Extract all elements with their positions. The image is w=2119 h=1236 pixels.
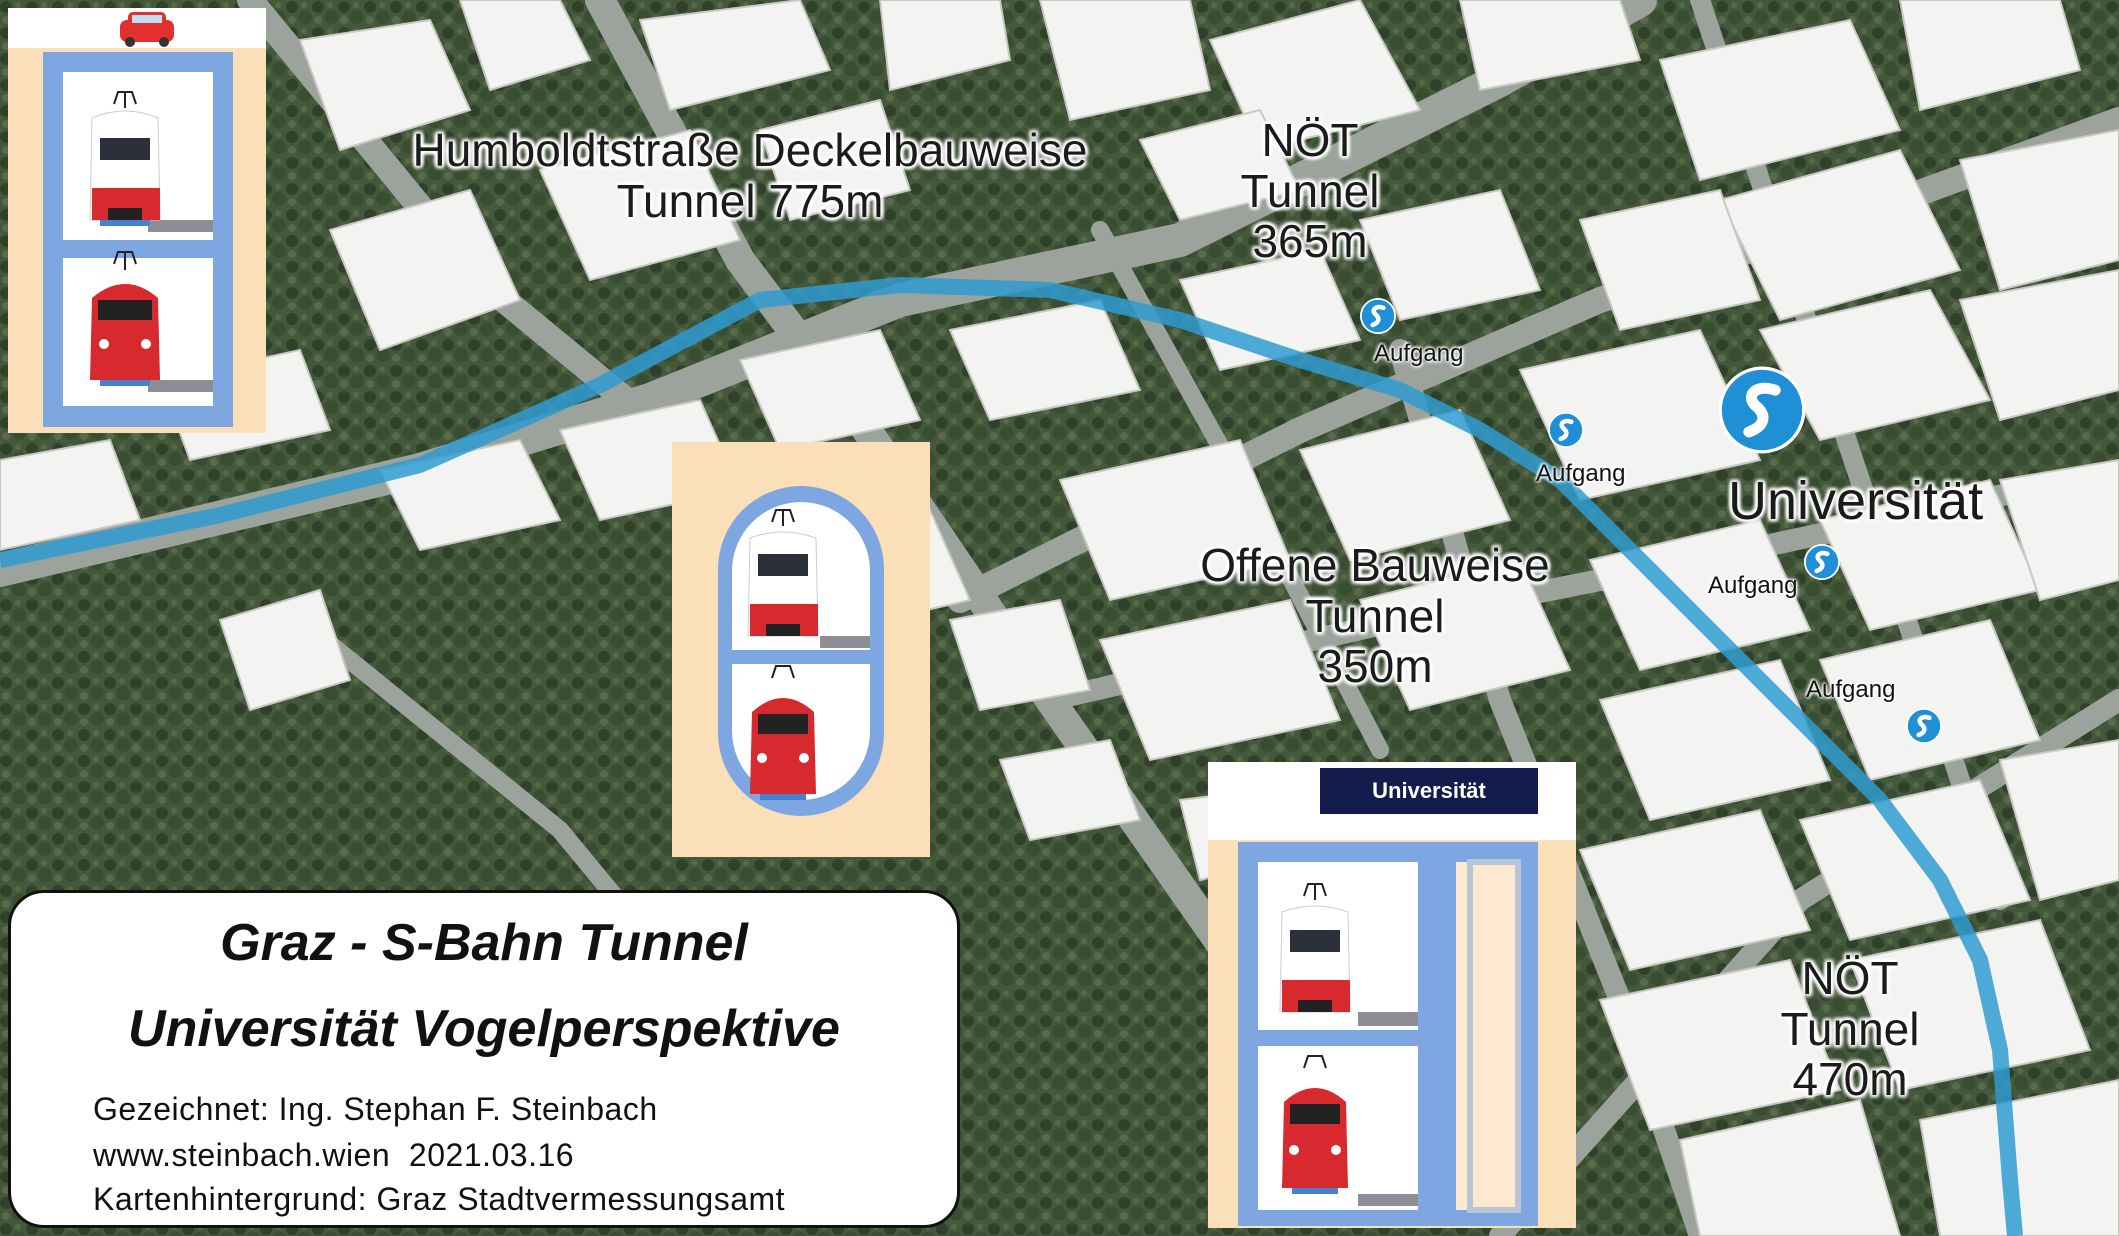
info-title-line2: Universität Vogelperspektive: [128, 1000, 840, 1058]
noet-bottom-line2: Tunnel: [1780, 1002, 1920, 1055]
cross-section-panel-station: [1208, 762, 1576, 1228]
tunnel-line: [0, 277, 2023, 1236]
aufgang-label-2: Aufgang: [1536, 460, 1626, 487]
station-name-label: Universität: [1728, 471, 1984, 531]
offene-line2: Tunnel: [1305, 589, 1445, 642]
sbahn-logo-icon: [1804, 544, 1840, 580]
noet-top-line1: NÖT: [1261, 114, 1359, 166]
noet-top-tunnel-label: NÖT Tunnel 365m: [1210, 115, 1410, 267]
sbahn-logo-icon: [1548, 412, 1584, 448]
train-front-icon: [1282, 1055, 1348, 1194]
offene-line1: Offene Bauweise: [1200, 539, 1550, 591]
noet-top-line2: Tunnel: [1240, 164, 1380, 217]
info-source: Kartenhintergrund: Graz Stadtvermessungs…: [93, 1181, 786, 1217]
info-website-date: www.steinbach.wien 2021.03.16: [93, 1137, 575, 1173]
station-sign: Universität: [1320, 768, 1538, 814]
info-title-line1: Graz - S-Bahn Tunnel: [220, 914, 748, 972]
aufgang-label-4: Aufgang: [1806, 676, 1896, 703]
train-front-icon: [750, 665, 816, 800]
aufgang-label-3: Aufgang: [1708, 572, 1798, 599]
offene-line3: 350m: [1317, 640, 1433, 693]
sbahn-logo-icon: [1906, 708, 1942, 744]
noet-bottom-line3: 470m: [1792, 1053, 1908, 1106]
humboldt-tunnel-label: Humboldtstraße Deckelbauweise Tunnel 775…: [380, 125, 1120, 226]
noet-top-line3: 365m: [1252, 215, 1368, 268]
train-front-icon: [747, 509, 819, 637]
aufgang-label-1: Aufgang: [1374, 340, 1464, 367]
humboldt-label-line2: Tunnel 775m: [616, 174, 884, 227]
train-front-icon: [89, 91, 161, 226]
car-icon: [120, 12, 174, 47]
cross-section-panel-deckelbauweise: [8, 8, 266, 433]
noet-bottom-line1: NÖT: [1801, 952, 1899, 1004]
noet-bottom-tunnel-label: NÖT Tunnel 470m: [1750, 953, 1950, 1105]
offene-bauweise-label: Offene Bauweise Tunnel 350m: [1170, 540, 1580, 692]
sbahn-logo-icon: [1718, 366, 1806, 454]
cross-section-panel-noet: [672, 442, 930, 857]
humboldt-label-line1: Humboldtstraße Deckelbauweise: [412, 124, 1088, 176]
info-author: Gezeichnet: Ing. Stephan F. Steinbach: [93, 1091, 658, 1127]
train-front-icon: [90, 251, 160, 386]
train-front-icon: [1279, 883, 1351, 1013]
info-box: Graz - S-Bahn Tunnel Universität Vogelpe…: [8, 890, 960, 1228]
sbahn-logo-icon: [1360, 298, 1396, 334]
